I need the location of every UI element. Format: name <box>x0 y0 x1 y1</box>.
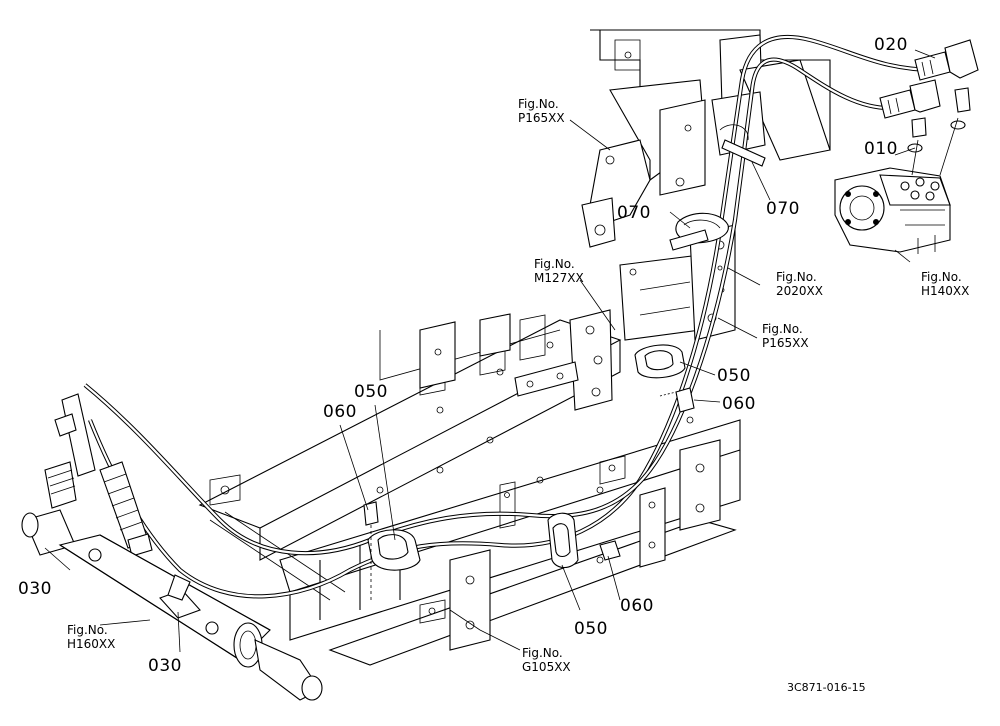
fig-ref-m127: Fig.No. M127XX <box>534 257 584 285</box>
fig-ref-prefix: Fig.No. <box>67 623 108 637</box>
part-label-010: 010 <box>864 139 898 159</box>
fig-ref-code: M127XX <box>534 271 584 285</box>
fig-ref-prefix: Fig.No. <box>534 257 575 271</box>
fig-ref-prefix: Fig.No. <box>776 270 817 284</box>
fig-ref-code: G105XX <box>522 660 571 674</box>
fig-ref-h160: Fig.No. H160XX <box>67 623 115 651</box>
part-label-060-right: 060 <box>722 394 756 414</box>
part-label-030-left: 030 <box>18 579 52 599</box>
leader-lines <box>44 49 936 653</box>
fig-ref-2020: Fig.No. 2020XX <box>776 270 823 298</box>
fig-ref-prefix: Fig.No. <box>921 270 962 284</box>
part-label-060-bottom: 060 <box>620 596 654 616</box>
hose-fittings-left <box>44 393 153 557</box>
part-label-050-right: 050 <box>717 366 751 386</box>
fig-ref-p165-upper: Fig.No. P165XX <box>518 97 565 125</box>
part-label-020: 020 <box>874 35 908 55</box>
hose-fittings-top <box>879 39 979 119</box>
bracket-m127 <box>514 309 613 411</box>
fig-ref-g105: Fig.No. G105XX <box>522 646 571 674</box>
part-label-050-bottom: 050 <box>574 619 608 639</box>
part-label-070-lower: 070 <box>617 203 651 223</box>
hydraulic-hoses <box>83 34 936 599</box>
fig-ref-code: H140XX <box>921 284 970 298</box>
fig-ref-h140: Fig.No. H140XX <box>921 270 969 298</box>
fig-ref-prefix: Fig.No. <box>762 322 803 336</box>
fig-ref-code: P165XX <box>762 336 809 350</box>
fig-ref-prefix: Fig.No. <box>522 646 563 660</box>
fig-ref-code: P165XX <box>518 111 565 125</box>
part-label-070-upper: 070 <box>766 199 800 219</box>
part-label-060-left: 060 <box>323 402 357 422</box>
fig-ref-code: 2020XX <box>776 284 823 298</box>
part-label-030-lower: 030 <box>148 656 182 676</box>
steering-cylinder <box>21 509 323 701</box>
clamps <box>367 344 686 571</box>
chassis-frame <box>198 313 741 666</box>
part-label-050-left: 050 <box>354 382 388 402</box>
fig-ref-prefix: Fig.No. <box>518 97 559 111</box>
steering-unit <box>834 87 971 254</box>
cable-ties <box>669 124 766 251</box>
fig-ref-p165-lower: Fig.No. P165XX <box>762 322 809 350</box>
fig-ref-code: H160XX <box>67 637 116 651</box>
drawing-code: 3C871-016-15 <box>787 681 866 694</box>
